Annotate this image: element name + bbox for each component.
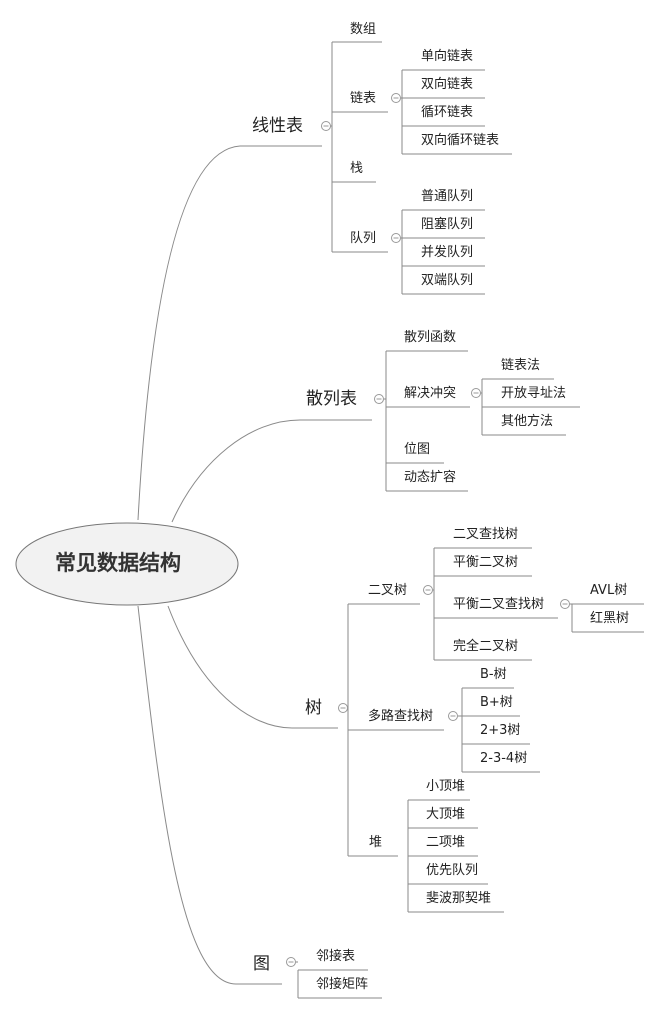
node-heap-item[interactable]: 二项堆	[426, 835, 466, 850]
node-stack[interactable]: 栈	[350, 161, 364, 176]
node-graph-item[interactable]: 邻接表	[316, 949, 356, 964]
node-heap[interactable]: 堆	[369, 835, 383, 850]
node-collision-item[interactable]: 其他方法	[501, 414, 554, 429]
branch-tree	[167, 605, 338, 729]
connector-graph	[296, 961, 382, 999]
connector-linked-list	[401, 69, 512, 155]
node-queue[interactable]: 队列	[350, 231, 377, 246]
node-linked-list-item[interactable]: 循环链表	[421, 105, 474, 120]
node-multiway-tree[interactable]: 多路查找树	[368, 709, 434, 724]
node-linked-list[interactable]: 链表	[350, 91, 377, 106]
node-tree[interactable]: 树	[305, 698, 322, 718]
node-array[interactable]: 数组	[350, 22, 377, 37]
node-linked-list-item[interactable]: 双向链表	[421, 77, 474, 92]
node-heap-item[interactable]: 大顶堆	[426, 807, 466, 822]
node-balanced-bst-item[interactable]: 红黑树	[590, 611, 630, 626]
node-hash-function[interactable]: 散列函数	[404, 330, 457, 345]
node-queue-item[interactable]: 并发队列	[421, 245, 474, 260]
node-heap-item[interactable]: 斐波那契堆	[426, 891, 492, 906]
node-collision-item[interactable]: 链表法	[501, 358, 541, 373]
node-balanced-bst[interactable]: 平衡二叉查找树	[453, 597, 545, 612]
node-queue-item[interactable]: 普通队列	[421, 189, 474, 204]
connector-queue	[401, 209, 485, 295]
connector-multiway	[458, 687, 540, 773]
node-linked-list-item[interactable]: 单向链表	[421, 49, 474, 64]
connector-balanced-bst	[562, 603, 644, 633]
node-graph-item[interactable]: 邻接矩阵	[316, 977, 369, 992]
node-hash[interactable]: 散列表	[306, 389, 357, 409]
connector-hash	[384, 350, 470, 492]
node-complete-tree[interactable]: 完全二叉树	[453, 639, 519, 654]
node-queue-item[interactable]: 双端队列	[421, 273, 474, 288]
connector-binary	[433, 547, 558, 661]
node-queue-item[interactable]: 阻塞队列	[421, 217, 474, 232]
connector-heap	[407, 799, 504, 913]
node-binary-tree[interactable]: 二叉树	[368, 583, 408, 598]
node-collision-item[interactable]: 开放寻址法	[501, 386, 567, 401]
node-linked-list-item[interactable]: 双向循环链表	[421, 133, 500, 148]
node-multiway-item[interactable]: B+树	[480, 695, 513, 710]
root-node-shape	[15, 522, 239, 606]
root-node-label[interactable]: 常见数据结构	[55, 551, 181, 575]
node-bst[interactable]: 二叉查找树	[453, 527, 519, 542]
node-graph[interactable]: 图	[253, 954, 270, 974]
node-multiway-item[interactable]: 2-3-4树	[480, 751, 528, 766]
node-bitmap[interactable]: 位图	[404, 442, 431, 457]
branch-graph	[137, 605, 282, 985]
node-linear[interactable]: 线性表	[252, 116, 303, 136]
node-heap-item[interactable]: 优先队列	[426, 863, 479, 878]
branch-hash	[171, 419, 372, 523]
connector-linear	[326, 41, 388, 253]
node-multiway-item[interactable]: B-树	[480, 667, 507, 682]
connector-collision	[481, 378, 580, 436]
node-heap-item[interactable]: 小顶堆	[426, 779, 466, 794]
node-resize[interactable]: 动态扩容	[404, 470, 457, 485]
node-balanced-bst-item[interactable]: AVL树	[590, 583, 628, 598]
node-balanced-tree[interactable]: 平衡二叉树	[453, 555, 519, 570]
node-multiway-item[interactable]: 2+3树	[480, 723, 521, 738]
branch-linear	[137, 145, 322, 521]
node-collision[interactable]: 解决冲突	[404, 386, 457, 401]
